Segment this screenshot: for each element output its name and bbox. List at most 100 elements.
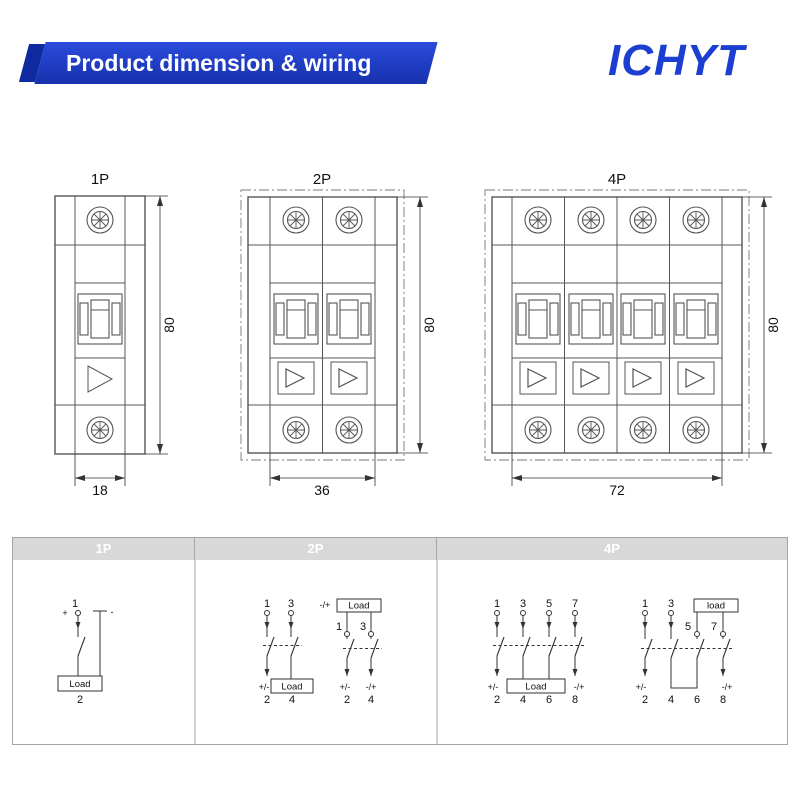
- terminal-icon: [75, 610, 81, 616]
- arrow-icon: [546, 622, 552, 629]
- terminal-label: 3: [520, 598, 526, 610]
- arrow-icon: [572, 622, 578, 629]
- terminal-label: 8: [572, 694, 578, 706]
- arrow-icon: [264, 622, 270, 629]
- polarity-label: -/+: [722, 682, 733, 692]
- banner-title: Product dimension & wiring: [66, 50, 372, 76]
- wiring-table-header-4p: 4P: [604, 541, 620, 556]
- drawing-2p-label: 2P: [313, 171, 331, 188]
- polarity-label: -/+: [366, 682, 377, 692]
- terminal-label: 2: [264, 694, 270, 706]
- terminal-label: 2: [77, 694, 83, 706]
- toggle-handle-icon: [273, 293, 319, 345]
- dim-4p-width: 72: [609, 482, 625, 498]
- toggle-handle-icon: [568, 293, 614, 345]
- terminal-label: 1: [264, 598, 270, 610]
- polarity-label: -: [111, 607, 114, 617]
- terminal-label: 5: [546, 598, 552, 610]
- toggle-handle-icon: [326, 293, 372, 345]
- switch-lever-icon: [290, 636, 299, 657]
- triangle-indicator-icon: [624, 361, 662, 395]
- load-box: [506, 678, 566, 694]
- arrow-icon: [264, 669, 270, 676]
- arrow-icon: [494, 669, 500, 676]
- terminal-icon: [720, 631, 726, 637]
- screw-icon: [524, 206, 552, 234]
- triangle-indicator-icon: [330, 361, 368, 395]
- terminal-label: 6: [546, 694, 552, 706]
- switch-lever-icon: [574, 636, 583, 657]
- drawing-1p-label: 1P: [91, 171, 109, 188]
- terminal-label: 2: [344, 694, 350, 706]
- wiring-table-body: 1 + - Load 2 1 3: [13, 560, 787, 744]
- screw-icon: [682, 206, 710, 234]
- terminal-icon: [520, 610, 526, 616]
- terminal-label: 1: [642, 598, 648, 610]
- polarity-label: +/-: [340, 682, 351, 692]
- switch-lever-icon: [266, 636, 275, 657]
- arrow-icon: [288, 622, 294, 629]
- toggle-handle-icon: [673, 293, 719, 345]
- load-box: [57, 675, 103, 692]
- breaker-4p-drawing: 4P 80 72: [484, 171, 781, 498]
- terminal-icon: [368, 631, 374, 637]
- toggle-handle-icon: [515, 293, 561, 345]
- polarity-label: +/-: [259, 682, 270, 692]
- terminal-label: 2: [494, 694, 500, 706]
- screw-icon: [577, 206, 605, 234]
- arrow-icon: [720, 669, 726, 676]
- terminal-icon: [642, 610, 648, 616]
- terminal-label: 4: [668, 694, 674, 706]
- terminal-label: 4: [289, 694, 295, 706]
- load-label: Load: [348, 601, 369, 612]
- switch-lever-icon: [77, 636, 86, 657]
- switch-lever-icon: [548, 636, 557, 657]
- toggle-handle-icon: [77, 293, 123, 345]
- terminal-icon: [494, 610, 500, 616]
- wiring-diagrams-canvas: 1 + - Load 2 1 3: [57, 560, 739, 744]
- wiring-4p-diagram-b: 1 3 load 5 7: [636, 598, 739, 706]
- terminal-label: 1: [336, 621, 342, 633]
- arrow-icon: [520, 622, 526, 629]
- terminal-label: 7: [572, 598, 578, 610]
- wiring-table-header-1p: 1P: [13, 538, 195, 560]
- terminal-label: 3: [288, 598, 294, 610]
- terminal-label: 5: [685, 621, 691, 633]
- screw-icon: [682, 416, 710, 444]
- wiring-4p-diagram-a: 1 3 5 7: [488, 598, 586, 706]
- section-banner: Product dimension & wiring: [34, 42, 438, 84]
- terminal-label: 1: [494, 598, 500, 610]
- arrow-icon: [494, 622, 500, 629]
- terminal-label: 8: [720, 694, 726, 706]
- arrow-icon: [642, 669, 648, 676]
- terminal-label: 4: [368, 694, 374, 706]
- triangle-indicator-icon: [87, 365, 114, 393]
- triangle-indicator-icon: [519, 361, 557, 395]
- load-label: Load: [69, 679, 90, 690]
- dim-4p-height: 80: [765, 317, 781, 333]
- drawing-4p-label: 4P: [608, 171, 626, 188]
- breaker-2p-drawing: 2P 80 36: [240, 171, 437, 498]
- wiring-table-header-2p: 2P: [195, 538, 437, 560]
- polarity-label: -/+: [320, 600, 331, 610]
- screw-icon: [335, 206, 363, 234]
- dimension-drawings-canvas: 1P 80 18 2P 8: [54, 171, 781, 498]
- arrow-icon: [75, 622, 81, 629]
- wiring-table-header-row: 1P 2P 4P: [13, 538, 787, 560]
- dim-1p-width: 18: [92, 482, 108, 498]
- terminal-icon: [264, 610, 270, 616]
- triangle-indicator-icon: [677, 361, 715, 395]
- terminal-label: 1: [72, 598, 78, 610]
- screw-icon: [282, 206, 310, 234]
- load-label: Load: [281, 682, 302, 693]
- terminal-label: 2: [642, 694, 648, 706]
- terminal-icon: [668, 610, 674, 616]
- brand-logo: ICHYT: [608, 36, 745, 85]
- wiring-table: 1P 2P 4P 1 + -: [12, 537, 788, 745]
- screw-icon: [335, 416, 363, 444]
- terminal-icon: [344, 631, 350, 637]
- dim-2p-height: 80: [421, 317, 437, 333]
- terminal-label: 4: [520, 694, 526, 706]
- terminal-label: 7: [711, 621, 717, 633]
- arrow-icon: [642, 622, 648, 629]
